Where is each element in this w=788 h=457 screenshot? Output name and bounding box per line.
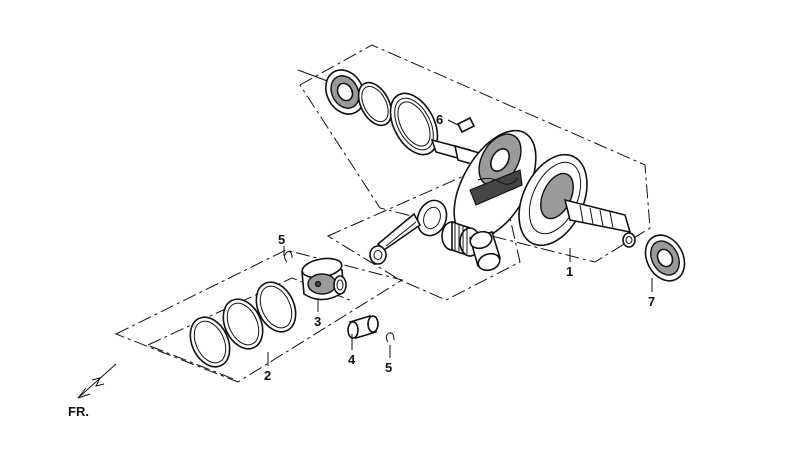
woodruff-key — [447, 116, 476, 134]
callout-6: 6 — [436, 112, 443, 127]
left-bearing — [297, 69, 366, 115]
circlip-upper — [284, 251, 293, 263]
rings-box-line — [149, 345, 237, 381]
crank-pin — [469, 230, 501, 272]
crankshaft-right-half — [518, 153, 636, 248]
oil-seal-ring — [389, 92, 439, 156]
front-direction-label: FR. — [68, 404, 89, 419]
right-bearing — [644, 234, 686, 282]
callout-5-lower: 5 — [385, 360, 392, 375]
callout-7: 7 — [648, 294, 655, 309]
callout-1: 1 — [566, 264, 573, 279]
crankshaft-assembly-box — [299, 44, 651, 263]
callout-4: 4 — [348, 352, 356, 367]
callout-5-upper: 5 — [278, 232, 285, 247]
piston — [301, 257, 347, 301]
callout-2: 2 — [264, 368, 271, 383]
piston-pin — [347, 315, 379, 339]
crankshaft-left-half — [430, 129, 537, 241]
connecting-rod — [369, 199, 448, 265]
front-direction-arrow-icon — [77, 363, 117, 399]
piston-rings — [189, 281, 297, 368]
callout-3: 3 — [314, 314, 321, 329]
thin-shim — [357, 81, 393, 127]
piston-subassembly-box — [114, 249, 404, 383]
circlip-lower — [385, 332, 395, 343]
